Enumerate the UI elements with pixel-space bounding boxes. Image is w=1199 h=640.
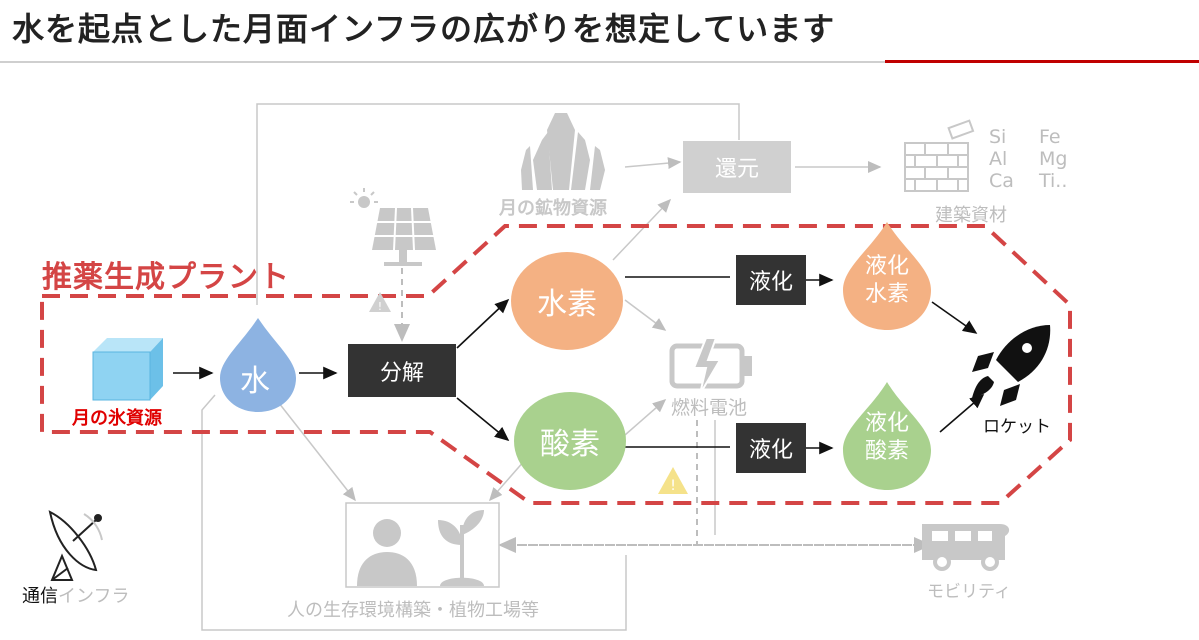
liquefy-oxygen-box: 液化 [736,423,806,473]
oxygen-label: 酸素 [540,427,600,462]
rocket-icon [972,325,1051,406]
ice-cube-icon [92,338,163,401]
element-row: Al Mg [989,148,1067,170]
liquid-oxygen-drop-icon [843,382,931,490]
plant-label: 推薬生成プラント [42,260,290,295]
ice-resource-label: 月の氷資源 [72,408,162,429]
hydrogen-label: 水素 [537,287,597,322]
svg-text:!: ! [378,300,382,313]
liquid-hydrogen-drop-icon [843,222,931,330]
camper-vehicle-icon [922,524,1010,571]
brick-wall-icon [904,119,975,192]
minerals-label: 月の鉱物資源 [499,198,607,219]
mobility-label: モビリティ [927,582,1011,602]
comm-label-main: 通信 [22,586,58,607]
materials-label: 建築資材 [935,205,1007,226]
decompose-label: 分解 [379,360,424,386]
element-symbol: Si [989,126,1007,148]
rocket-label: ロケット [983,417,1051,437]
elements-list: Si Fe Al Mg Ca Ti.. [989,126,1067,192]
liquefy-label: 液化 [748,438,793,463]
comm-label: 通信インフラ [22,582,129,608]
liquid-oxygen-line1: 液化 [864,411,909,436]
warning-icon [658,467,688,494]
solar-panel-icon [350,188,436,266]
element-symbol: Ti.. [1039,170,1068,192]
element-row: Ca Ti.. [989,170,1067,192]
crystal-icon [521,113,605,190]
water-drop-icon [220,318,296,412]
habitat-label: 人の生存環境構築・植物工場等 [287,600,539,621]
title-accent-divider [885,60,1199,63]
satellite-dish-icon [48,510,102,581]
element-row: Si Fe [989,126,1067,148]
battery-icon [669,337,752,395]
hydrogen-circle: 水素 [511,252,623,350]
liquid-hydrogen-line1: 液化 [864,254,909,279]
reduction-box: 還元 [683,141,791,193]
habitat-frame [345,502,500,588]
element-symbol: Ca [989,170,1014,192]
svg-text:!: ! [670,478,676,494]
liquid-hydrogen-label: 液化 水素 [845,253,929,309]
decompose-box: 分解 [348,344,456,397]
fuel-cell-label: 燃料電池 [671,397,748,419]
plant-boundary [40,224,1072,505]
element-symbol: Al [989,148,1008,170]
page-title: 水を起点とした月面インフラの広がりを想定しています [12,10,836,48]
dashed-flows [394,268,932,553]
title-divider [0,61,885,63]
liquid-oxygen-label: 液化 酸素 [845,410,929,466]
liquefy-hydrogen-box: 液化 [736,255,806,305]
element-symbol: Fe [1039,126,1061,148]
reduction-label: 還元 [714,157,759,182]
comm-label-sub: インフラ [58,586,130,607]
element-symbol: Mg [1039,148,1068,170]
flow-arrows [173,273,985,455]
liquefy-label: 液化 [748,270,793,295]
liquid-oxygen-line2: 酸素 [864,439,909,464]
faint-connectors [201,103,882,631]
oxygen-circle: 酸素 [514,392,626,490]
water-label: 水 [240,364,270,399]
warning-icon [369,292,391,312]
liquid-hydrogen-line2: 水素 [864,282,909,307]
